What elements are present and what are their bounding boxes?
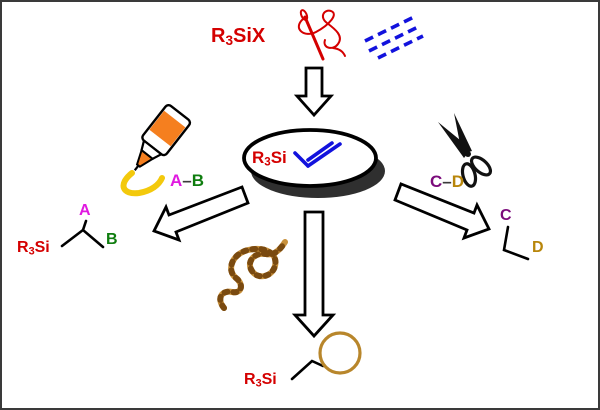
cleavage-reagent-label: C–D [430,173,464,190]
addition-product-a-label: A [79,202,91,219]
arrow-top-down [293,66,335,118]
reagent-cd-dash: – [442,172,452,191]
reagent-c: C [430,172,443,191]
ring-product-bonds [290,331,362,381]
reagent-b: B [191,171,205,190]
rope-knot-icon [217,239,288,311]
addition-product-bonds [60,219,105,249]
vinyl-group [293,141,342,168]
cleavage-product-c-label: C [500,207,512,224]
dashed-lines-icon [364,14,424,60]
scissors-icon [438,113,493,188]
arrow-right-down [393,182,491,241]
reagent-ab-dash: – [182,171,192,190]
glue-bottle-icon [133,103,192,171]
core-silane-label: R3Si [252,148,287,169]
addition-reagent-label: A–B [170,172,204,189]
glue-swoosh [120,170,165,197]
cleavage-product-bonds [502,225,530,261]
arrow-left-down [152,185,250,243]
arrow-bottom-down [291,210,337,339]
addition-product-b-label: B [106,231,118,248]
cleavage-product-d-label: D [532,239,544,256]
reagent-d: D [451,172,465,191]
needle-and-thread-icon [297,9,346,61]
reagent-a: A [170,171,183,190]
silyl-halide-label: R3SiX [211,25,266,48]
ring-circle [318,331,362,375]
addition-product-silane-label: R3Si [17,239,50,258]
ring-product-silane-label: R3Si [244,371,277,390]
